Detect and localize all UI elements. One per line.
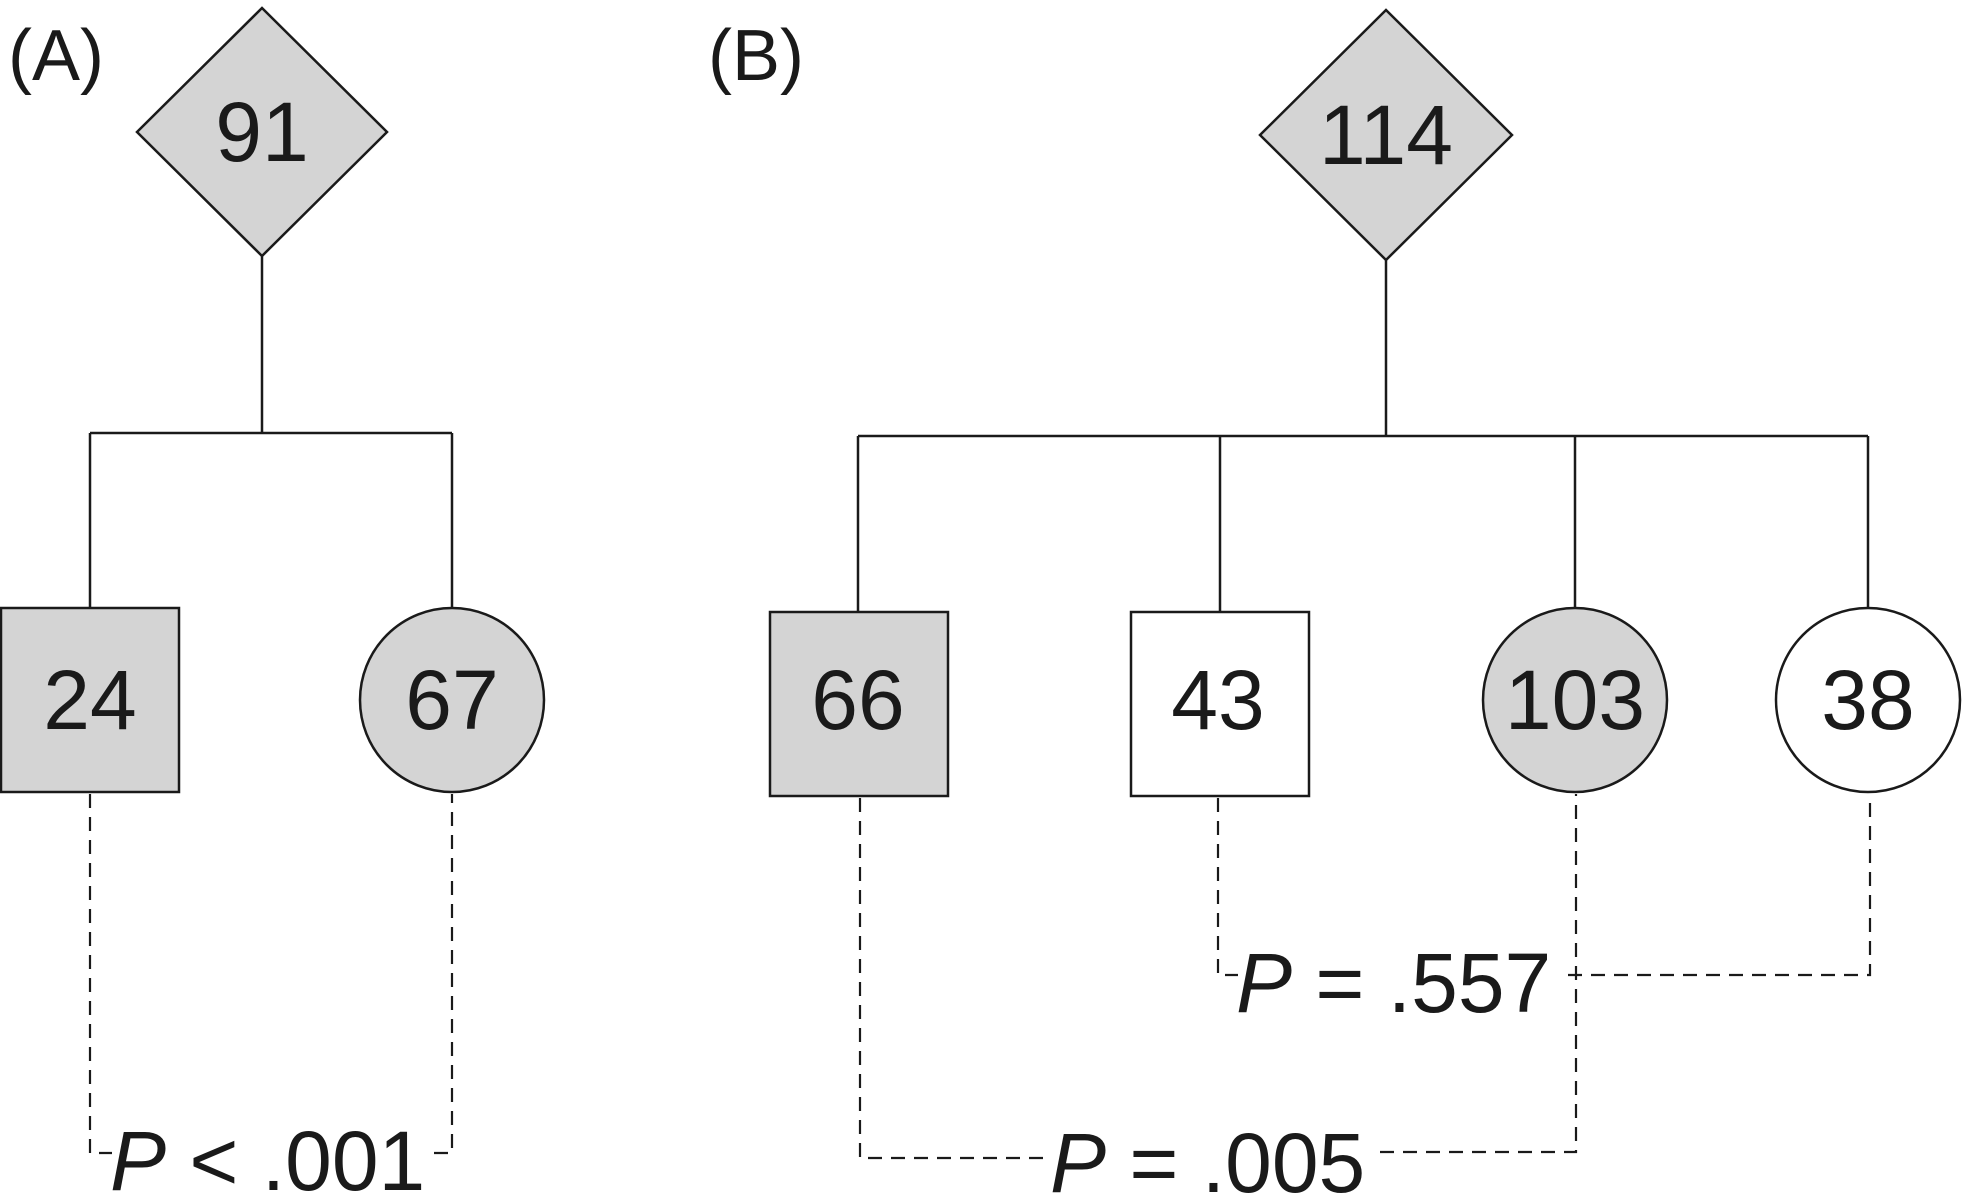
panel-b-child-4-value: 38 [1821, 653, 1914, 747]
panel-a-child-1-shape [0, 606, 181, 794]
panel-b-child-1-value: 66 [811, 653, 904, 747]
panel-b-p-value-2: P = .005 [1050, 1116, 1365, 1195]
panel-b-parent-value: 114 [1319, 88, 1453, 182]
panel-a-p-value: P < .001 [110, 1114, 425, 1195]
panel-a-parent-node: 91 [135, 6, 389, 258]
panel-b-comparison-1-line [1216, 794, 1872, 977]
panel-a-label: (A) [8, 16, 104, 96]
panel-b-child-3-value: 103 [1505, 653, 1645, 747]
panel-a-comparison-line [88, 794, 454, 1155]
panel-a-child-2-value: 67 [405, 653, 498, 747]
panel-a-child-2-shape [358, 606, 546, 794]
panel-b-child-4: 38 [1774, 606, 1962, 794]
panel-b-child-1-shape [768, 610, 950, 798]
panel-b: (B) 114 66 43 103 38 P = .557 [708, 8, 1962, 1195]
panel-b-child-3-shape [1481, 606, 1669, 794]
panel-b-connectors [856, 260, 1870, 612]
panel-a: (A) 91 24 67 P < .001 [0, 6, 546, 1195]
panel-a-child-1-value: 24 [43, 653, 136, 747]
panel-b-p-value-1: P = .557 [1236, 936, 1551, 1030]
panel-b-child-2-value: 43 [1171, 653, 1264, 747]
panel-b-comparison-2-line [858, 794, 1578, 1160]
panel-b-child-2-shape [1129, 610, 1311, 798]
panel-a-child-square: 24 [0, 606, 181, 794]
panel-b-parent-node: 114 [1258, 8, 1514, 262]
panel-a-child-circle: 67 [358, 606, 546, 794]
panel-b-label: (B) [708, 16, 804, 96]
panel-a-parent-value: 91 [215, 85, 308, 179]
panel-a-parent-diamond [135, 6, 389, 258]
panel-b-child-3: 103 [1481, 606, 1669, 794]
panel-b-child-1: 66 [768, 610, 950, 798]
panel-b-child-4-shape [1774, 606, 1962, 794]
panel-b-child-2: 43 [1129, 610, 1311, 798]
panel-a-connectors [88, 256, 454, 608]
panel-b-parent-diamond [1258, 8, 1514, 262]
